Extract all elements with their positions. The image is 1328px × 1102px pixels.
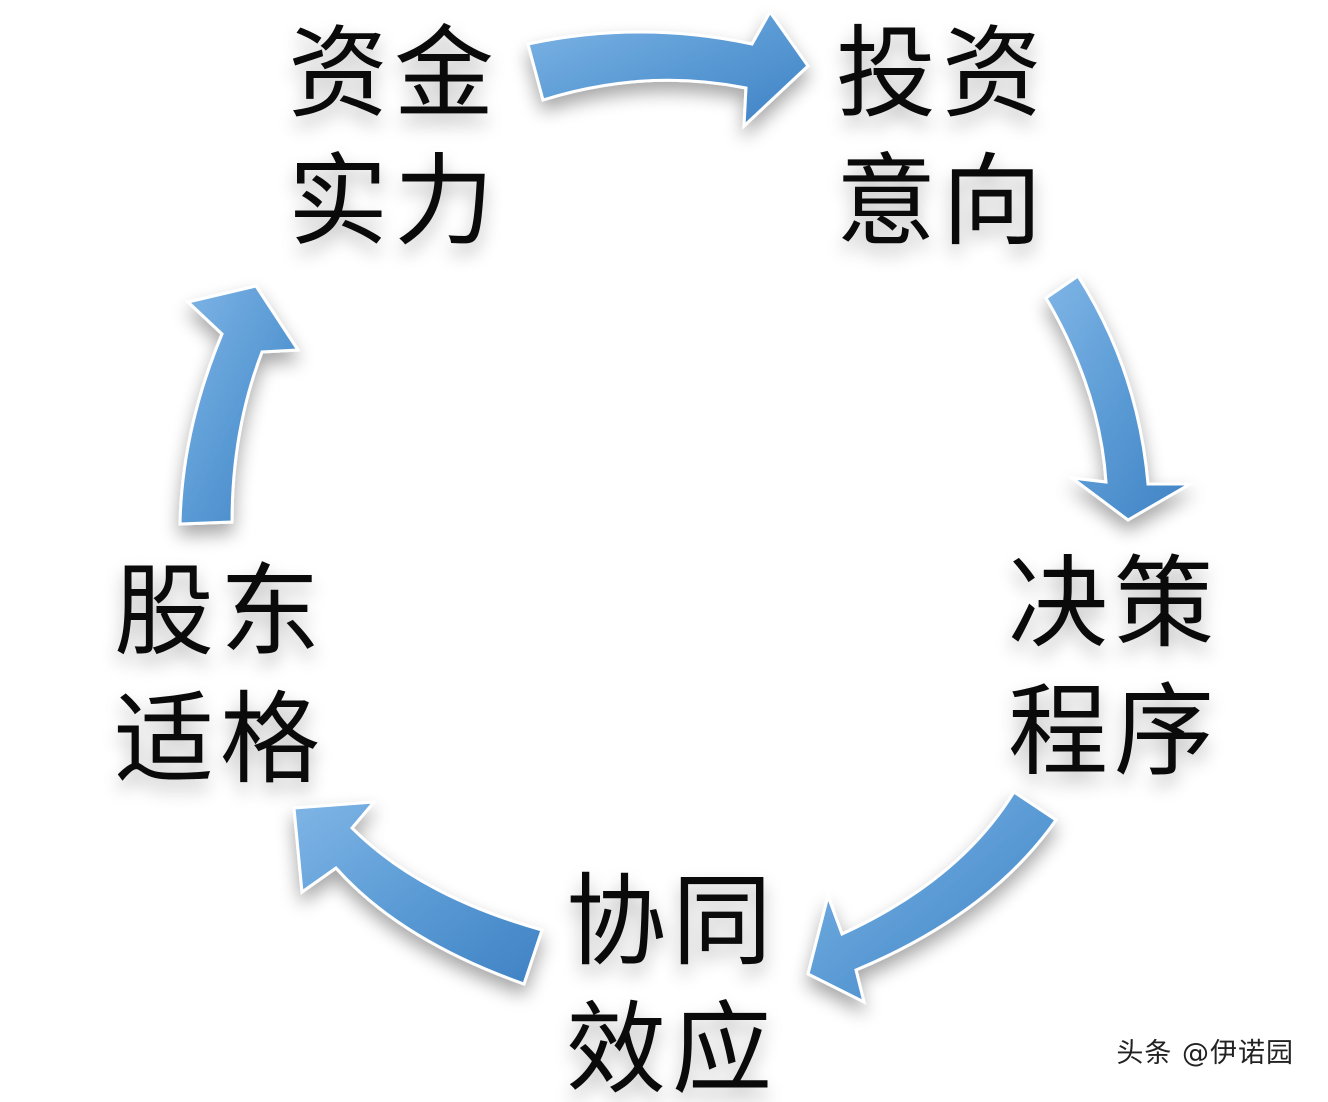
node-decision-procedure: 决策 程序 bbox=[1008, 540, 1220, 796]
node-capital-line2: 实力 bbox=[288, 143, 500, 260]
arrow-intent-to-decision bbox=[1043, 273, 1196, 522]
node-decision-line2: 程序 bbox=[1008, 673, 1220, 790]
node-synergy-line1: 协同 bbox=[566, 863, 778, 980]
arrow-capital-to-intent bbox=[526, 9, 810, 130]
node-investment-intent: 投资 意向 bbox=[836, 10, 1048, 266]
node-synergy-effect: 协同 效应 bbox=[566, 858, 778, 1102]
node-shareholder-eligibility: 股东 适格 bbox=[114, 548, 326, 804]
node-intent-line1: 投资 bbox=[836, 15, 1048, 132]
node-decision-line1: 决策 bbox=[1008, 545, 1220, 662]
arrow-decision-to-synergy bbox=[806, 789, 1059, 1005]
node-shareholder-line2: 适格 bbox=[114, 681, 326, 798]
arrow-synergy-to-shareholder bbox=[292, 800, 544, 986]
watermark: 头条 @伊诺园 bbox=[1116, 1038, 1294, 1069]
node-shareholder-line1: 股东 bbox=[114, 553, 326, 670]
arrow-shareholder-to-capital bbox=[178, 284, 301, 526]
node-capital-strength: 资金 实力 bbox=[288, 10, 500, 266]
node-synergy-line2: 效应 bbox=[566, 991, 778, 1102]
node-intent-line2: 意向 bbox=[836, 143, 1048, 260]
node-capital-line1: 资金 bbox=[288, 15, 500, 132]
